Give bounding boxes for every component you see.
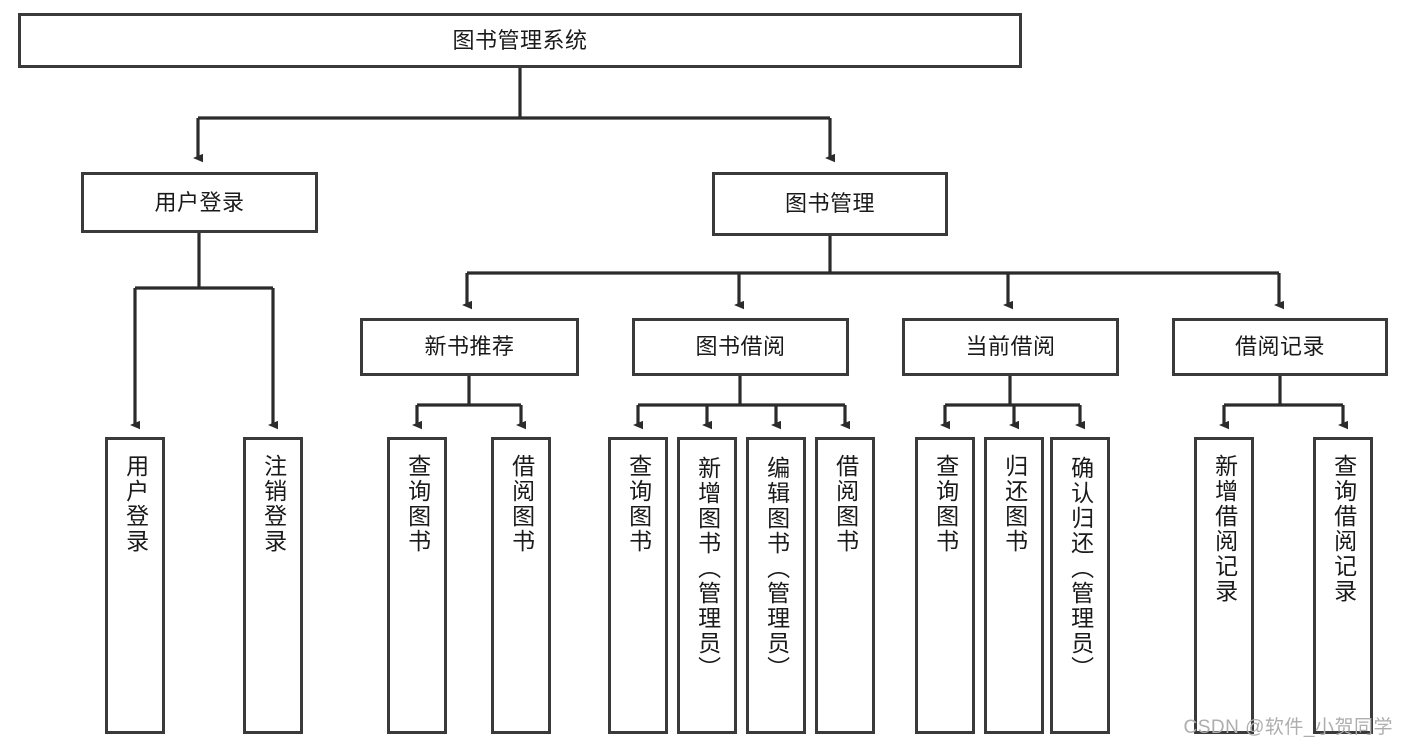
node-label: 借阅图书: [508, 454, 535, 554]
node-label: 归还图书: [1001, 454, 1028, 554]
leaf-borrow-record-add-record[interactable]: 新增借阅记录: [1194, 437, 1254, 734]
leaf-borrow-record-query-record[interactable]: 查询借阅记录: [1313, 437, 1373, 734]
node-label: 用户登录: [154, 189, 245, 215]
node-label: 借阅记录: [1234, 334, 1325, 360]
node-label: 编辑图书（管理员）: [763, 456, 790, 681]
node-label: 查询图书: [932, 454, 959, 554]
watermark-text: CSDN @软件_小贺同学: [1183, 717, 1393, 738]
node-user-login[interactable]: 用户登录: [81, 172, 318, 233]
node-label: 当前借阅: [965, 334, 1056, 360]
leaf-user-login-login[interactable]: 用户登录: [105, 437, 165, 734]
node-label: 新书推荐: [424, 334, 515, 360]
leaf-current-borrow-query-book[interactable]: 查询图书: [915, 437, 975, 734]
leaf-current-borrow-confirm-return-admin[interactable]: 确认归还（管理员）: [1050, 437, 1110, 734]
node-label: 新增图书（管理员）: [694, 456, 721, 681]
leaf-current-borrow-return-book[interactable]: 归还图书: [984, 437, 1044, 734]
node-new-book-recommend[interactable]: 新书推荐: [360, 318, 579, 376]
leaf-book-borrow-add-book-admin[interactable]: 新增图书（管理员）: [677, 437, 737, 734]
node-borrow-record[interactable]: 借阅记录: [1172, 318, 1388, 376]
node-label: 图书管理系统: [452, 27, 588, 53]
node-label: 借阅图书: [832, 454, 859, 554]
node-label: 查询图书: [625, 454, 652, 554]
node-label: 查询借阅记录: [1330, 454, 1357, 604]
node-label: 确认归还（管理员）: [1067, 456, 1094, 681]
node-root-book-management-system[interactable]: 图书管理系统: [18, 13, 1022, 68]
node-book-management[interactable]: 图书管理: [712, 172, 948, 236]
node-label: 新增借阅记录: [1211, 454, 1238, 604]
node-label: 用户登录: [122, 454, 149, 554]
leaf-new-book-borrow-book[interactable]: 借阅图书: [491, 437, 551, 734]
node-label: 图书管理: [784, 191, 875, 217]
leaf-book-borrow-edit-book-admin[interactable]: 编辑图书（管理员）: [746, 437, 806, 734]
node-book-borrow[interactable]: 图书借阅: [632, 318, 849, 376]
node-label: 查询图书: [404, 454, 431, 554]
leaf-new-book-query-book[interactable]: 查询图书: [387, 437, 447, 734]
node-label: 注销登录: [260, 454, 287, 554]
leaf-book-borrow-borrow-book[interactable]: 借阅图书: [815, 437, 875, 734]
leaf-book-borrow-query-book[interactable]: 查询图书: [608, 437, 668, 734]
leaf-user-login-logout[interactable]: 注销登录: [243, 437, 303, 734]
node-label: 图书借阅: [695, 334, 786, 360]
node-current-borrow[interactable]: 当前借阅: [902, 318, 1119, 376]
